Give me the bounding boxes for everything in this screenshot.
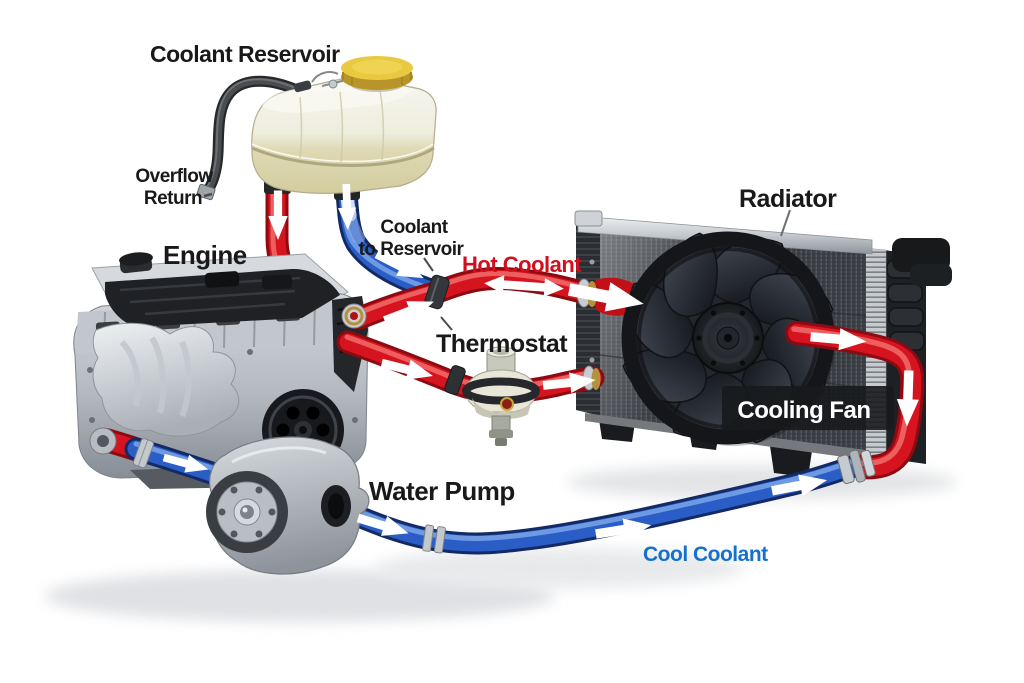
- pump-flange: [206, 471, 288, 553]
- cool-coolant-label: Cool Coolant: [643, 543, 768, 566]
- labels: Coolant Reservoir Overflow Return Engine…: [135, 41, 871, 566]
- radiator-return-coupler: [837, 449, 876, 485]
- radiator-cap: [892, 238, 950, 272]
- engine-label: Engine: [163, 240, 247, 270]
- engine: [73, 252, 369, 489]
- hot-coolant-label: Hot Coolant: [462, 252, 582, 277]
- coolant-to-reservoir-label-line2: to Reservoir: [359, 239, 465, 260]
- coolant-reservoir: [196, 56, 437, 201]
- water-pump: [206, 436, 370, 575]
- reservoir-fittings: [293, 71, 347, 93]
- cooling-fan: [618, 228, 894, 448]
- thermostat-label: Thermostat: [436, 330, 568, 358]
- oil-cap: [119, 252, 153, 274]
- reservoir-cap: [341, 56, 413, 92]
- water-pump-label: Water Pump: [369, 476, 515, 506]
- radiator-label: Radiator: [739, 185, 837, 213]
- junction-clamp: [424, 274, 450, 310]
- cooling-fan-label: Cooling Fan: [737, 397, 870, 424]
- overflow-return-label-line2: Return: [144, 188, 202, 209]
- overflow-return-label-line1: Overflow: [135, 166, 213, 187]
- coolant-to-reservoir-label-line1: Coolant: [380, 217, 448, 238]
- thermostat: [462, 346, 540, 446]
- coolant-reservoir-label: Coolant Reservoir: [150, 41, 340, 67]
- hose-clamp: [422, 524, 446, 554]
- pointer-lines: [203, 192, 791, 331]
- cooling-fan-label-band: [722, 386, 894, 430]
